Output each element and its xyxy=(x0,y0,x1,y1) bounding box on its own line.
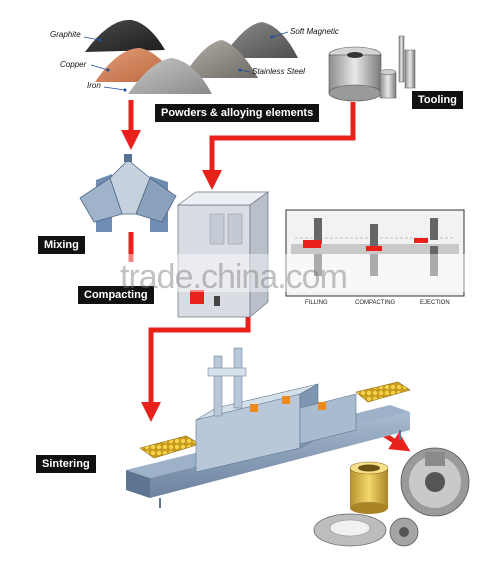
label-stainless-steel: Stainless Steel xyxy=(252,67,305,76)
finished-parts xyxy=(313,447,470,547)
graphite-pile xyxy=(85,19,165,52)
iron-pile xyxy=(128,58,212,94)
powder-piles xyxy=(83,19,298,94)
flow-arrows xyxy=(121,100,411,452)
ejection-station xyxy=(414,218,438,276)
label-iron: Iron xyxy=(87,81,101,90)
sintering-furnace xyxy=(126,347,411,508)
label-compacting-step: COMPACTING xyxy=(355,300,396,306)
arrow-tooling-to-compacting xyxy=(202,102,356,190)
tooling-illustration xyxy=(328,35,416,102)
arrow-compacting-to-sintering xyxy=(141,312,251,422)
label-ejection: EJECTION xyxy=(420,300,450,306)
press-cycle-panel xyxy=(285,209,465,297)
filling-station xyxy=(303,218,322,276)
press-illustration xyxy=(176,191,270,318)
stage-compacting: Compacting xyxy=(78,286,154,304)
stainless-steel-pile xyxy=(182,40,258,78)
label-soft-magnetic: Soft Magnetic xyxy=(290,27,339,36)
stage-mixing: Mixing xyxy=(38,236,85,254)
label-filling: FILLING xyxy=(305,300,328,306)
stage-tooling: Tooling xyxy=(412,91,463,109)
compacting-station xyxy=(366,224,382,276)
watermark: trade.china.com xyxy=(120,258,348,296)
soft-magnetic-pile xyxy=(222,22,298,58)
stage-sintering: Sintering xyxy=(36,455,96,473)
label-graphite: Graphite xyxy=(50,30,81,39)
stage-powders: Powders & alloying elements xyxy=(155,104,320,122)
label-copper: Copper xyxy=(60,60,87,69)
mixer-illustration xyxy=(79,154,177,232)
